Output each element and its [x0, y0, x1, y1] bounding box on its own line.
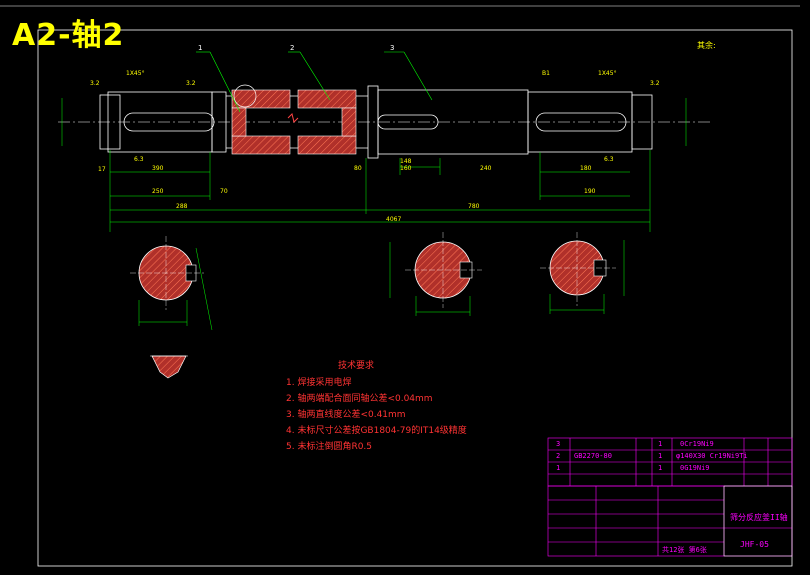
dim-rough-3: 3.2 [650, 80, 660, 87]
dim-780: 780 [468, 203, 480, 210]
dim-390: 390 [152, 165, 164, 172]
sheet-count: 共12张 第6张 [662, 546, 707, 554]
dim-190: 190 [584, 188, 596, 195]
dim-chamfer-left: 1X45° [126, 70, 145, 77]
drawing-border [37, 29, 793, 567]
part-row-material: 0Cr19Ni9 [680, 440, 714, 448]
note-3: 3. 轴两直线度公差<0.41mm [286, 410, 406, 420]
part-row-qty: 1 [658, 452, 663, 460]
dim-b1: B1 [542, 70, 550, 77]
dim-240: 240 [480, 165, 492, 172]
part-leaders [196, 51, 433, 113]
detail-section [150, 355, 188, 379]
cross-section-left [130, 236, 204, 310]
dim-chamfer-right: 1X45° [598, 70, 617, 77]
dim-70: 70 [220, 188, 228, 195]
part-row-std: GB2270-80 [574, 452, 612, 460]
dim-17: 17 [98, 166, 106, 173]
page-title: A2-轴2 [12, 18, 125, 53]
dim-148: 148 [400, 158, 412, 165]
dim-80: 80 [354, 165, 362, 172]
drawing-number: JHF-05 [740, 540, 769, 549]
part-label-3: 3 [390, 44, 395, 52]
title-block-grid [547, 437, 793, 557]
dim-rough-4: 6.3 [134, 156, 144, 163]
cross-section-right [540, 232, 616, 306]
part-row-no: 3 [556, 440, 561, 448]
part-row-no: 2 [556, 452, 561, 460]
part-row-qty: 1 [658, 440, 663, 448]
section-hatch [231, 84, 357, 155]
dim-288: 288 [176, 203, 188, 210]
note-4: 4. 未标尺寸公差按GB1804-79的IT14级精度 [286, 426, 467, 436]
dim-rough-1: 3.2 [90, 80, 100, 87]
roughness-note: 其余: [697, 41, 716, 50]
part-label-2: 2 [290, 44, 295, 52]
dim-rough-2: 3.2 [186, 80, 196, 87]
title-block-white [723, 485, 793, 557]
note-1: 1. 焊接采用电焊 [286, 378, 352, 388]
dim-160: 160 [400, 165, 412, 172]
dim-250: 250 [152, 188, 164, 195]
dim-4067: 4067 [386, 216, 402, 223]
note-2: 2. 轴两端配合面同轴公差<0.04mm [286, 394, 433, 404]
part-row-qty: 1 [658, 464, 663, 472]
part-row-material: φ140X30 Cr19Ni9Ti [676, 452, 748, 460]
drawing-name: 筛分反应釜II轴 [730, 513, 788, 522]
note-5: 5. 未标注倒圆角R0.5 [286, 442, 373, 452]
cross-section-middle [405, 232, 482, 308]
part-label-1: 1 [198, 44, 203, 52]
dim-180: 180 [580, 165, 592, 172]
dim-rough-5: 6.3 [604, 156, 614, 163]
part-row-no: 1 [556, 464, 561, 472]
part-row-material: 0G19Ni9 [680, 464, 710, 472]
section-dim-lines [138, 240, 625, 331]
notes-heading: 技术要求 [338, 361, 375, 371]
dimension-lines [61, 98, 687, 232]
